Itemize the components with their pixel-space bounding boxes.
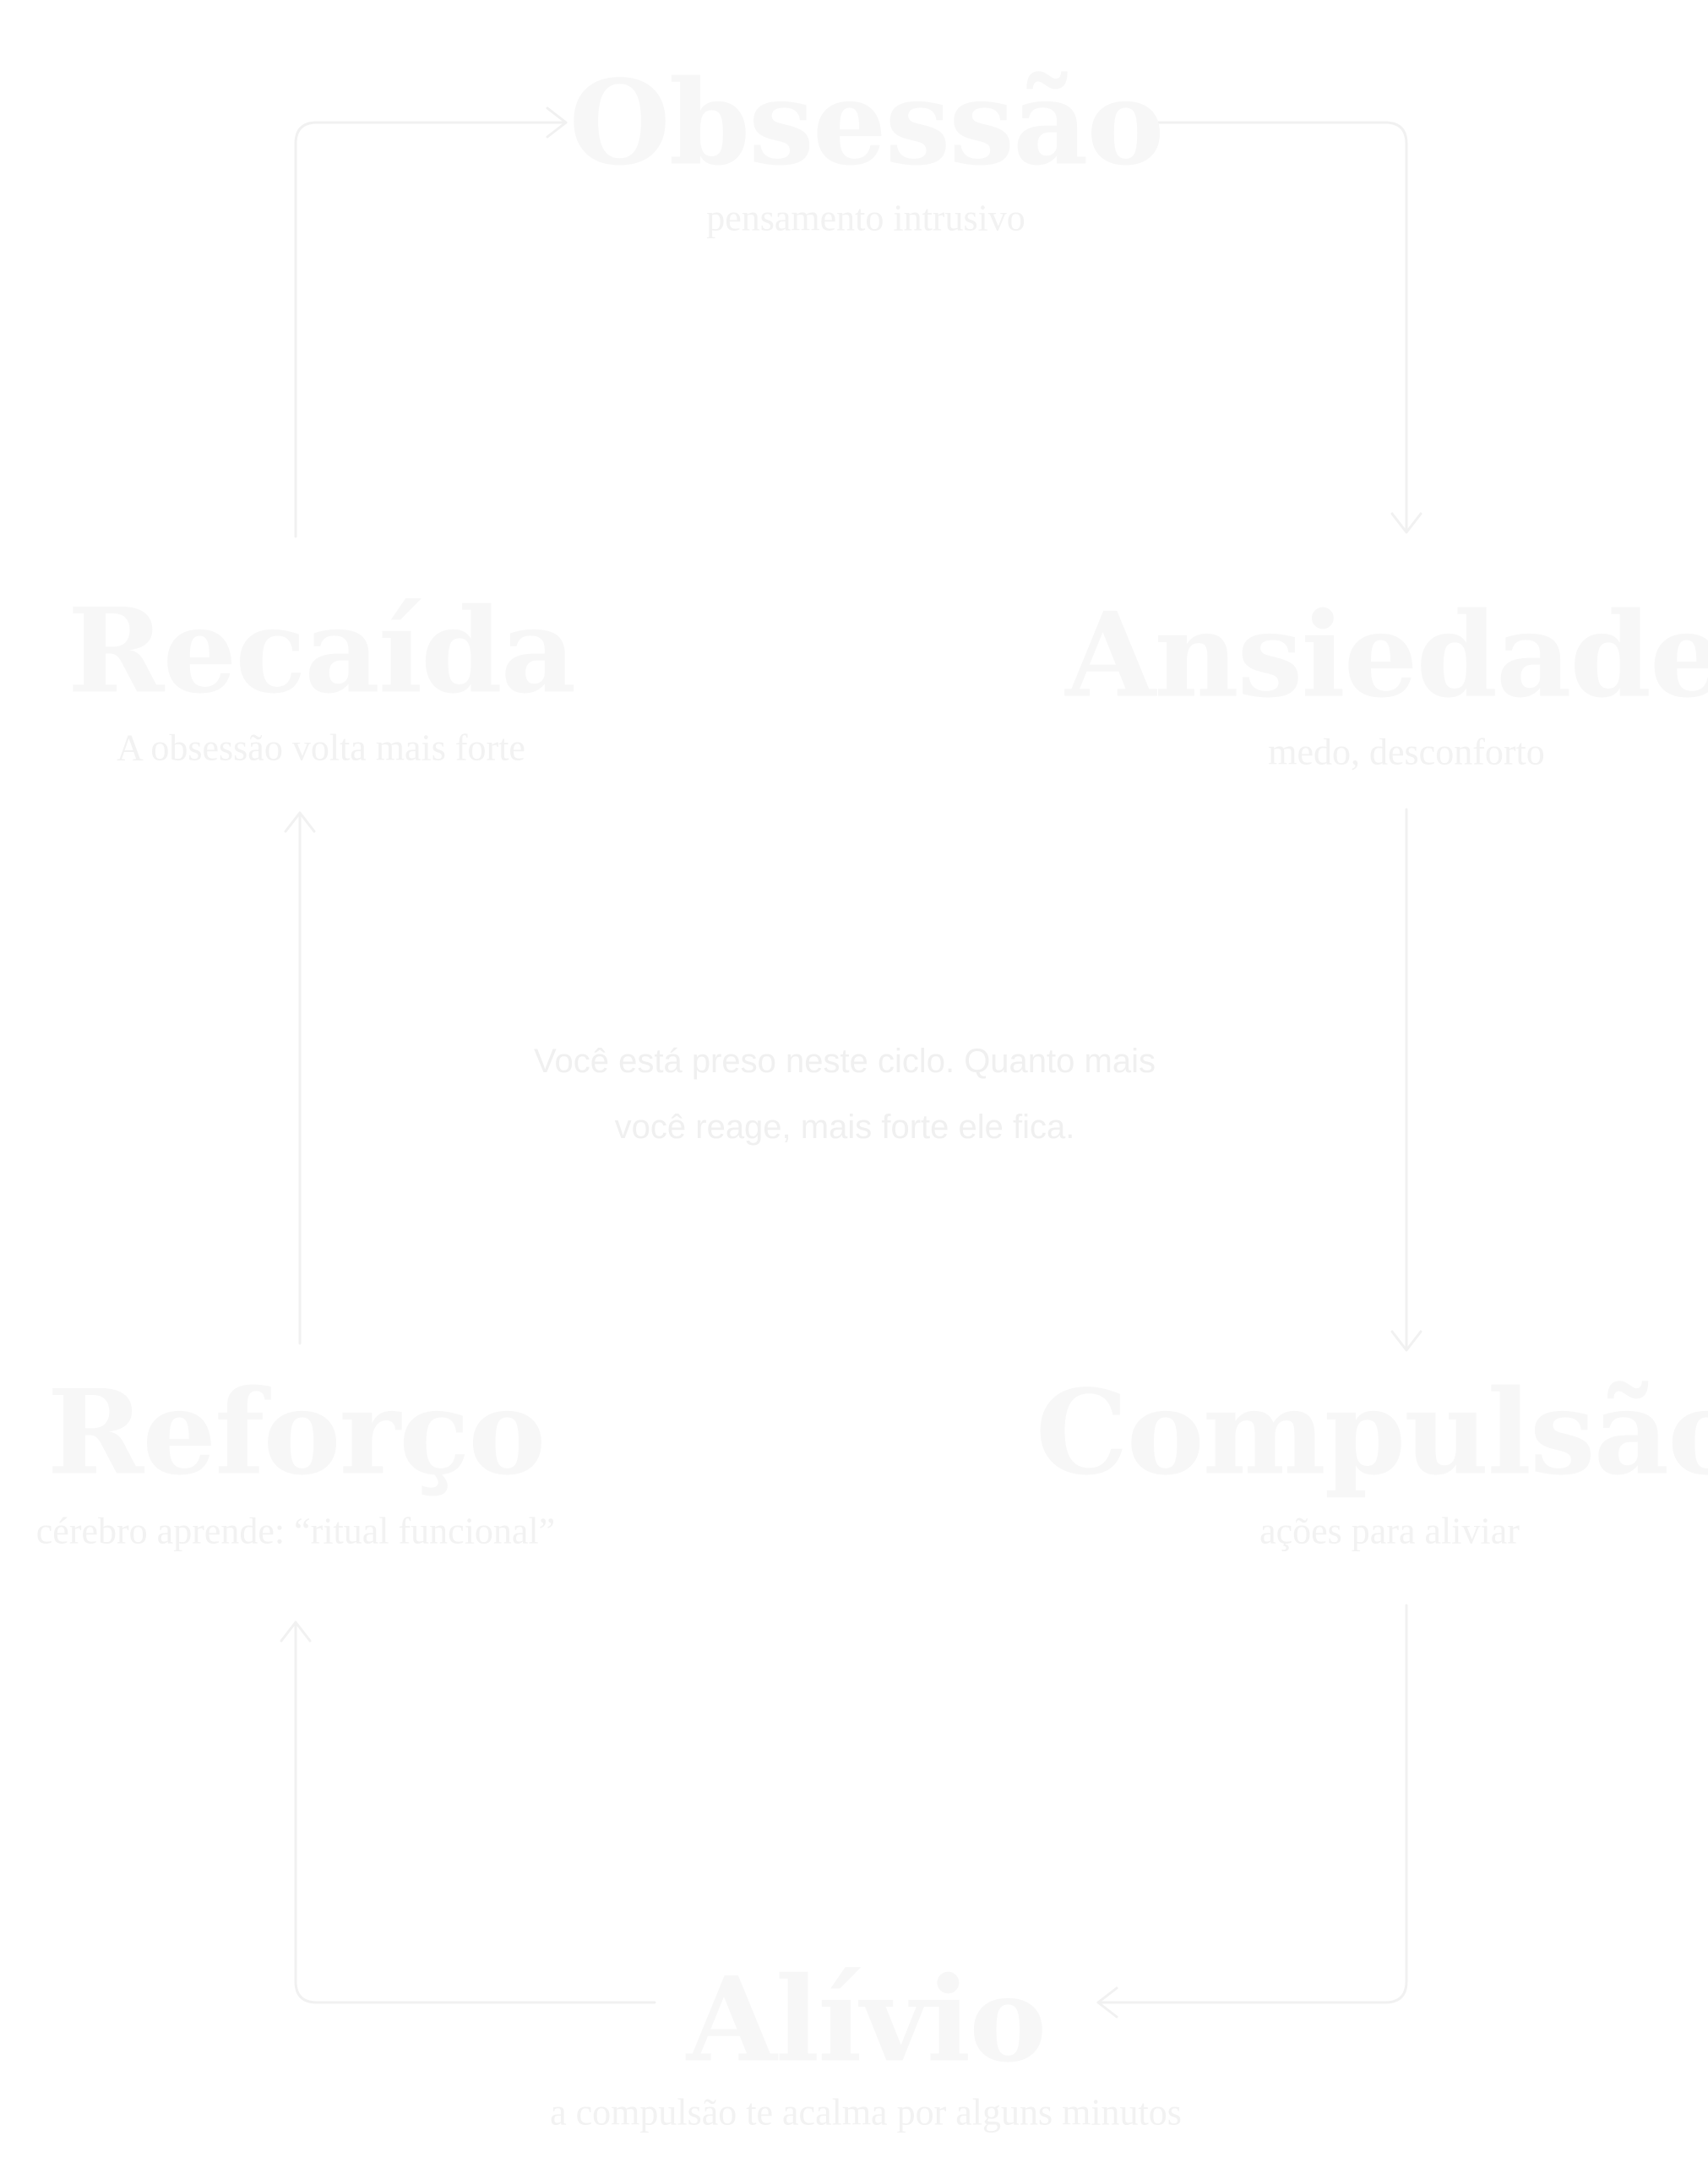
node-compulsao-title: Compulsão — [1035, 1363, 1708, 1501]
center-message: Você está preso neste ciclo. Quanto mais… — [534, 1043, 1156, 1146]
node-ansiedade-subtitle: medo, desconforto — [1268, 731, 1545, 773]
arrow-reforco-to-recaida — [284, 811, 316, 1345]
node-obsessao-subtitle: pensamento intrusivo — [706, 197, 1025, 239]
arrow-alivio-to-reforco — [280, 1621, 656, 2004]
node-recaida-subtitle: A obsessão volta mais forte — [117, 727, 525, 769]
arrow-recaida-to-obsessao — [294, 106, 568, 538]
arrow-obsessao-to-ansiedade — [1156, 121, 1422, 534]
node-alivio-subtitle: a compulsão te acalma por alguns minutos — [550, 2091, 1182, 2133]
node-compulsao-subtitle: ações para aliviar — [1259, 1510, 1520, 1552]
arrow-ansiedade-to-compulsao — [1390, 808, 1422, 1352]
node-reforco-subtitle: cérebro aprende: “ritual funcional” — [35, 1510, 556, 1552]
node-ansiedade-title: Ansiedade — [1065, 586, 1708, 724]
arrow-compulsao-to-alivio — [1096, 1604, 1408, 2019]
node-obsessao-title: Obsessão — [568, 53, 1164, 192]
node-reforco-title: Reforço — [46, 1363, 547, 1501]
node-recaida-title: Recaída — [67, 581, 576, 720]
node-alivio-title: Alívio — [686, 1950, 1047, 2089]
